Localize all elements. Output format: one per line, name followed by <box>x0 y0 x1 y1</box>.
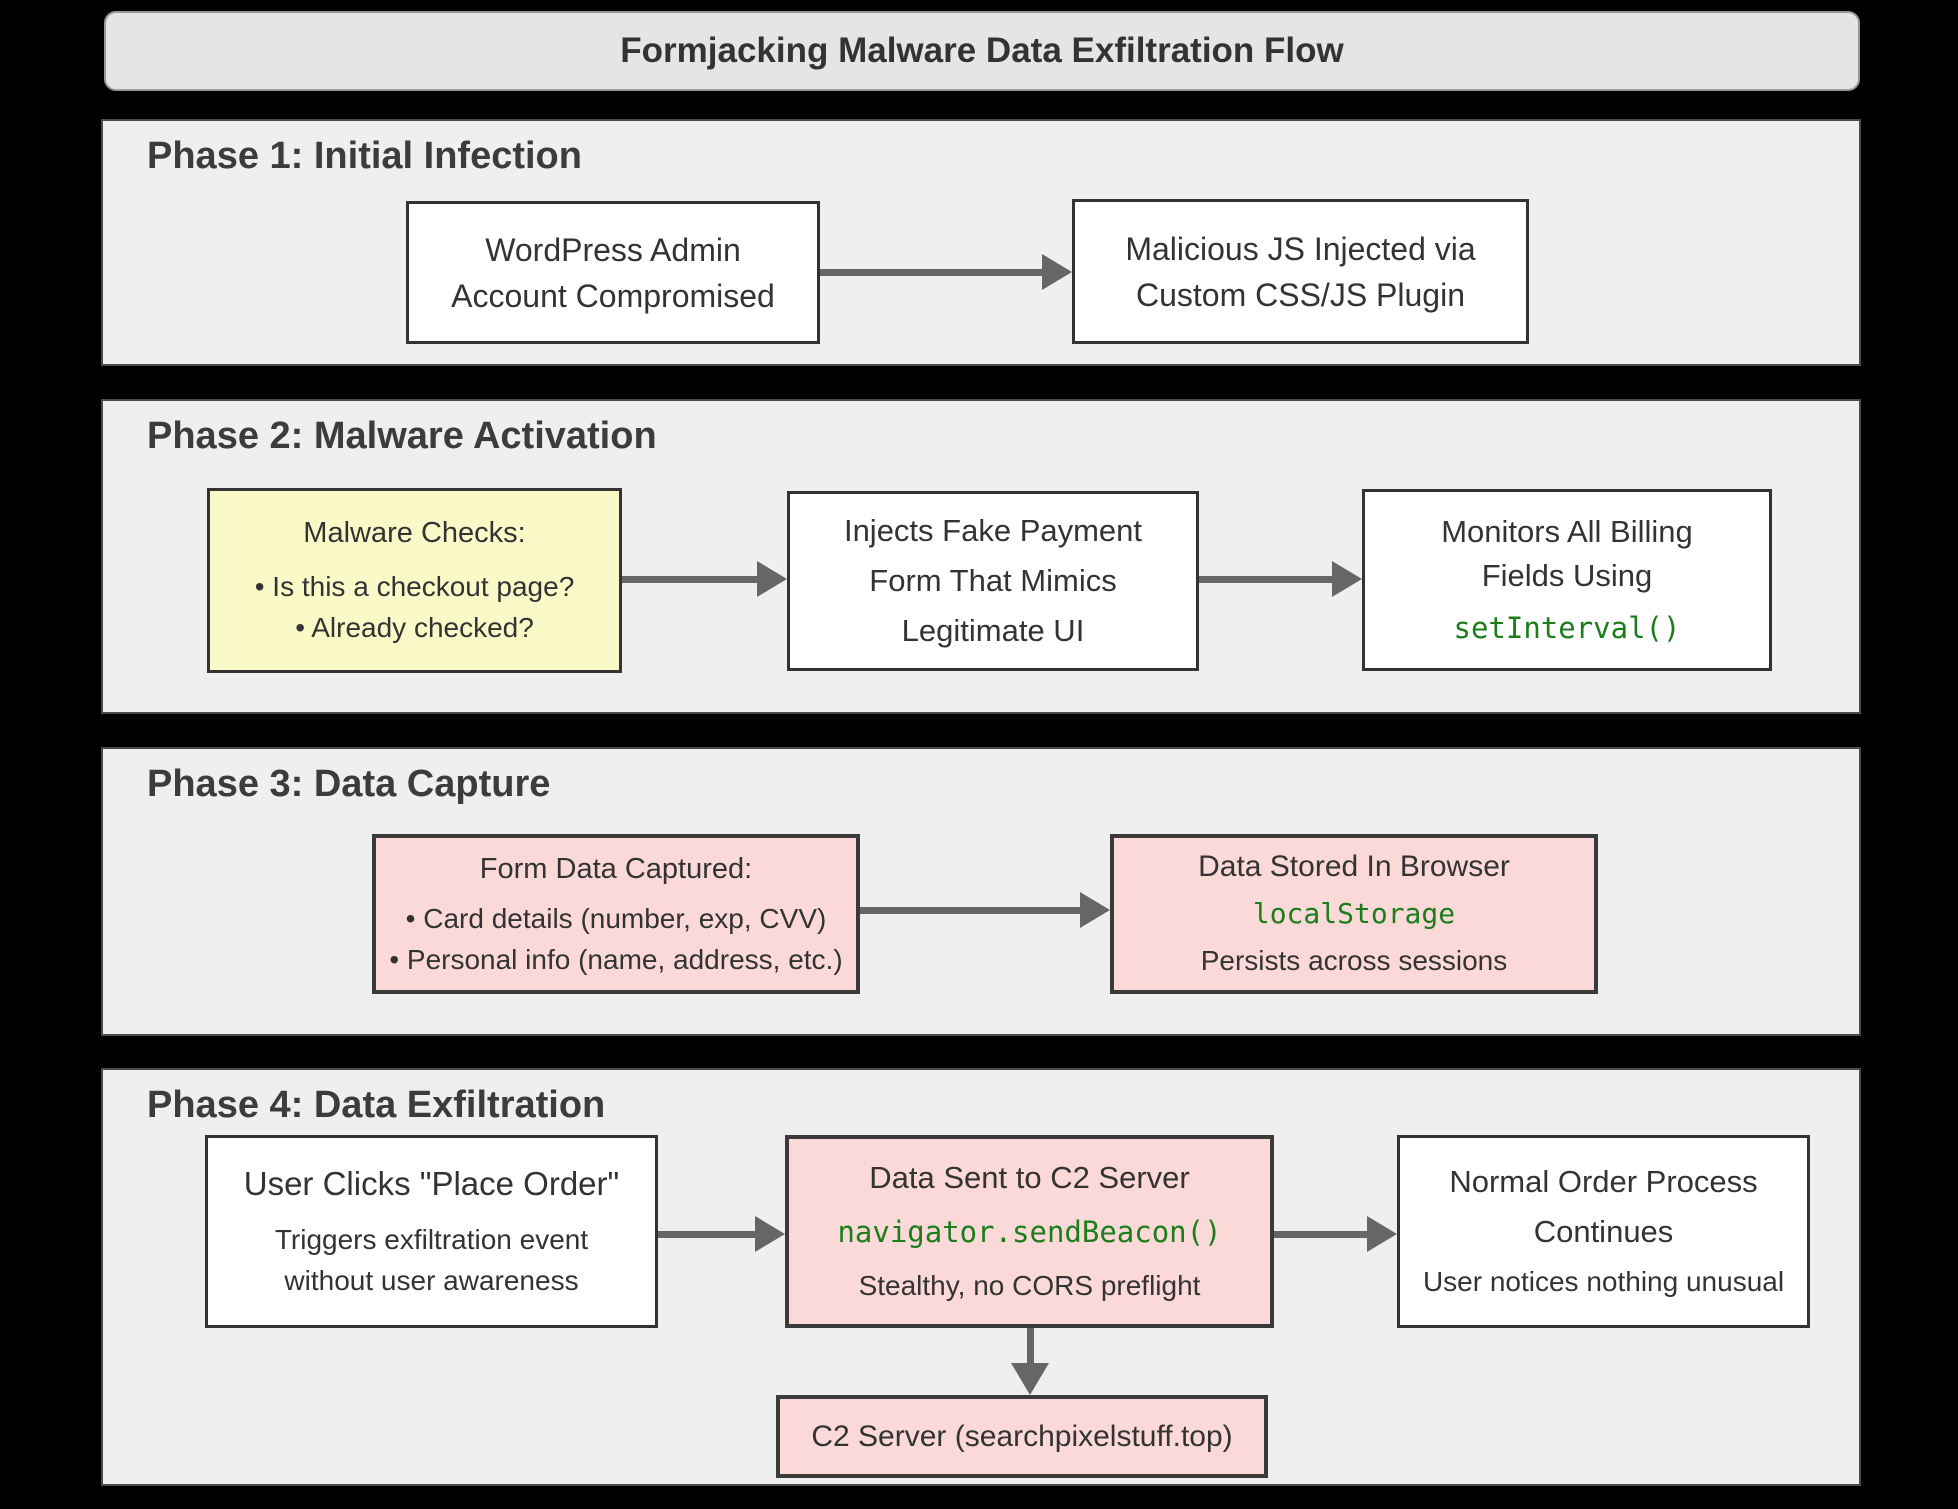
phase-3-heading: Phase 3: Data Capture <box>147 763 551 805</box>
arrow-head <box>1367 1216 1397 1252</box>
arrow-right-icon <box>1274 1216 1397 1252</box>
node-line: C2 Server (searchpixelstuff.top) <box>811 1419 1233 1453</box>
node-line: Injects Fake Payment <box>843 513 1143 548</box>
arrow-head <box>1011 1363 1049 1395</box>
node-data-sent-c2: Data Sent to C2 Server navigator.sendBea… <box>785 1135 1274 1328</box>
node-c2-server: C2 Server (searchpixelstuff.top) <box>776 1395 1268 1478</box>
arrow-stem <box>1026 1328 1034 1363</box>
arrow-stem <box>820 268 1042 276</box>
arrow-right-icon <box>820 254 1072 290</box>
node-line: User notices nothing unusual <box>1422 1265 1785 1297</box>
node-title: Malware Checks: <box>303 517 526 549</box>
node-line: Triggers exfiltration event <box>274 1223 589 1255</box>
code-snippet: localStorage <box>1252 897 1456 930</box>
node-line: Legitimate UI <box>901 613 1085 648</box>
node-line: Account Compromised <box>451 277 775 314</box>
node-wordpress-admin-compromised: WordPress Admin Account Compromised <box>406 201 820 344</box>
node-line: Custom CSS/JS Plugin <box>1135 276 1465 313</box>
phase-3-panel: Phase 3: Data Capture Form Data Captured… <box>101 747 1861 1036</box>
arrow-head <box>755 1216 785 1252</box>
arrow-stem <box>658 1230 755 1238</box>
node-line: Form That Mimics <box>869 563 1117 598</box>
arrow-right-icon <box>860 892 1110 928</box>
node-data-stored-browser: Data Stored In Browser localStorage Pers… <box>1110 834 1598 994</box>
node-normal-order-process: Normal Order Process Continues User noti… <box>1397 1135 1810 1328</box>
node-title: Data Sent to C2 Server <box>869 1159 1190 1195</box>
arrow-head <box>757 561 787 597</box>
phase-4-panel: Phase 4: Data Exfiltration User Clicks "… <box>101 1068 1861 1486</box>
node-line: Normal Order Process <box>1449 1163 1758 1199</box>
arrow-head <box>1332 561 1362 597</box>
phase-1-panel: Phase 1: Initial Infection WordPress Adm… <box>101 119 1861 366</box>
node-monitors-billing-fields: Monitors All Billing Fields Using setInt… <box>1362 489 1772 671</box>
diagram-title: Formjacking Malware Data Exfiltration Fl… <box>104 11 1860 91</box>
code-snippet: navigator.sendBeacon() <box>837 1214 1222 1249</box>
node-malware-checks: Malware Checks: • Is this a checkout pag… <box>207 488 622 673</box>
node-title: User Clicks "Place Order" <box>243 1164 620 1202</box>
node-line: Persists across sessions <box>1200 945 1508 976</box>
arrow-stem <box>860 906 1080 914</box>
phase-2-heading: Phase 2: Malware Activation <box>147 415 657 457</box>
node-bullet: • Already checked? <box>295 612 534 643</box>
node-bullet: • Is this a checkout page? <box>254 571 575 602</box>
node-line: Fields Using <box>1481 558 1653 593</box>
node-bullet: • Card details (number, exp, CVV) <box>405 902 827 934</box>
arrow-stem <box>622 575 757 583</box>
arrow-right-icon <box>1199 561 1362 597</box>
phase-4-heading: Phase 4: Data Exfiltration <box>147 1084 606 1126</box>
node-line: Malicious JS Injected via <box>1125 230 1476 267</box>
phase-2-panel: Phase 2: Malware Activation Malware Chec… <box>101 399 1861 714</box>
node-line: Continues <box>1533 1213 1674 1249</box>
node-line: Data Stored In Browser <box>1198 850 1510 883</box>
node-line: WordPress Admin <box>485 231 741 268</box>
arrow-stem <box>1199 575 1332 583</box>
node-bullet: • Personal info (name, address, etc.) <box>389 943 843 975</box>
arrow-down-icon <box>1011 1328 1049 1395</box>
node-line: Monitors All Billing <box>1441 514 1693 549</box>
node-line: without user awareness <box>284 1264 579 1296</box>
arrow-head <box>1080 892 1110 928</box>
node-title: Form Data Captured: <box>479 852 753 885</box>
arrow-right-icon <box>622 561 787 597</box>
node-injects-fake-form: Injects Fake Payment Form That Mimics Le… <box>787 491 1199 671</box>
node-line: Stealthy, no CORS preflight <box>858 1269 1201 1301</box>
node-user-clicks-place-order: User Clicks "Place Order" Triggers exfil… <box>205 1135 658 1328</box>
node-malicious-js-injected: Malicious JS Injected via Custom CSS/JS … <box>1072 199 1529 344</box>
arrow-stem <box>1274 1230 1367 1238</box>
arrow-right-icon <box>658 1216 785 1252</box>
phase-1-heading: Phase 1: Initial Infection <box>147 135 582 177</box>
code-snippet: setInterval() <box>1453 611 1681 645</box>
node-form-data-captured: Form Data Captured: • Card details (numb… <box>372 834 860 994</box>
arrow-head <box>1042 254 1072 290</box>
